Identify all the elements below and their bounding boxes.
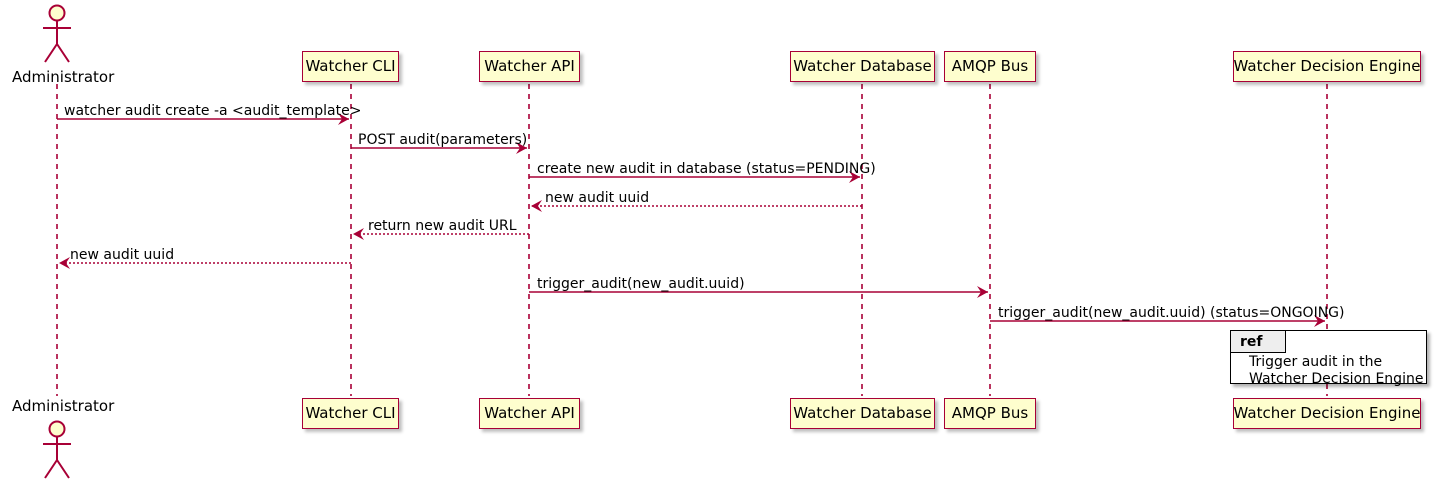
participant-label: Watcher CLI	[305, 404, 396, 422]
message-arrowhead-6	[59, 257, 70, 269]
participant-box-watcher-cli-bottom[interactable]: Watcher CLI	[302, 398, 399, 429]
message-arrowhead-1	[338, 113, 349, 125]
message-label-1: watcher audit create -a <audit_template>	[64, 103, 362, 119]
actor-leg-left-bottom	[44, 459, 58, 479]
participant-box-watcher-database-bottom[interactable]: Watcher Database	[790, 398, 935, 429]
participant-box-watcher-api-bottom[interactable]: Watcher API	[479, 398, 580, 429]
actor-label-administrator-top: Administrator	[12, 68, 115, 86]
message-arrowhead-2	[516, 142, 527, 154]
participant-box-watcher-decision-engine-bottom[interactable]: Watcher Decision Engine	[1233, 398, 1421, 429]
ref-operator-label: ref	[1231, 331, 1286, 353]
participant-box-amqp-bus-top[interactable]: AMQP Bus	[944, 51, 1036, 82]
participant-label: AMQP Bus	[951, 57, 1029, 75]
message-label-2: POST audit(parameters)	[358, 132, 528, 148]
participant-label: Watcher API	[484, 57, 575, 75]
message-arrowhead-4	[531, 200, 542, 212]
message-label-4: new audit uuid	[545, 190, 650, 206]
message-arrowhead-8	[1314, 315, 1325, 327]
message-arrowhead-3	[849, 171, 860, 183]
message-label-3: create new audit in database (status=PEN…	[537, 161, 876, 177]
actor-leg-left-top	[44, 43, 58, 63]
actor-label-administrator-bottom: Administrator	[12, 397, 115, 415]
message-label-5: return new audit URL	[368, 218, 517, 234]
participant-label: AMQP Bus	[951, 404, 1029, 422]
actor-figure-top	[43, 4, 71, 63]
participant-label: Watcher API	[484, 404, 575, 422]
message-arrowhead-5	[353, 228, 364, 240]
participant-label: Watcher Decision Engine	[1233, 57, 1421, 75]
participant-box-watcher-decision-engine-top[interactable]: Watcher Decision Engine	[1233, 51, 1421, 82]
ref-fragment-line: Trigger audit in the	[1249, 354, 1383, 370]
actor-figure-bottom	[43, 420, 71, 479]
message-label-6: new audit uuid	[70, 247, 175, 263]
participant-box-amqp-bus-bottom[interactable]: AMQP Bus	[944, 398, 1036, 429]
participant-label: Watcher Database	[793, 57, 932, 75]
message-label-7: trigger_audit(new_audit.uuid)	[537, 276, 745, 292]
participant-label: Watcher Database	[793, 404, 932, 422]
participant-box-watcher-cli-top[interactable]: Watcher CLI	[302, 51, 399, 82]
actor-head-top	[48, 4, 66, 22]
participant-label: Watcher CLI	[305, 57, 396, 75]
actor-leg-right-top	[56, 43, 70, 63]
message-arrowhead-7	[977, 286, 988, 298]
message-label-8: trigger_audit(new_audit.uuid) (status=ON…	[998, 305, 1345, 321]
participant-box-watcher-api-top[interactable]: Watcher API	[479, 51, 580, 82]
ref-fragment-line: Watcher Decision Engine	[1249, 371, 1424, 387]
actor-head-bottom	[48, 420, 66, 438]
actor-leg-right-bottom	[56, 459, 70, 479]
participant-box-watcher-database-top[interactable]: Watcher Database	[790, 51, 935, 82]
participant-label: Watcher Decision Engine	[1233, 404, 1421, 422]
